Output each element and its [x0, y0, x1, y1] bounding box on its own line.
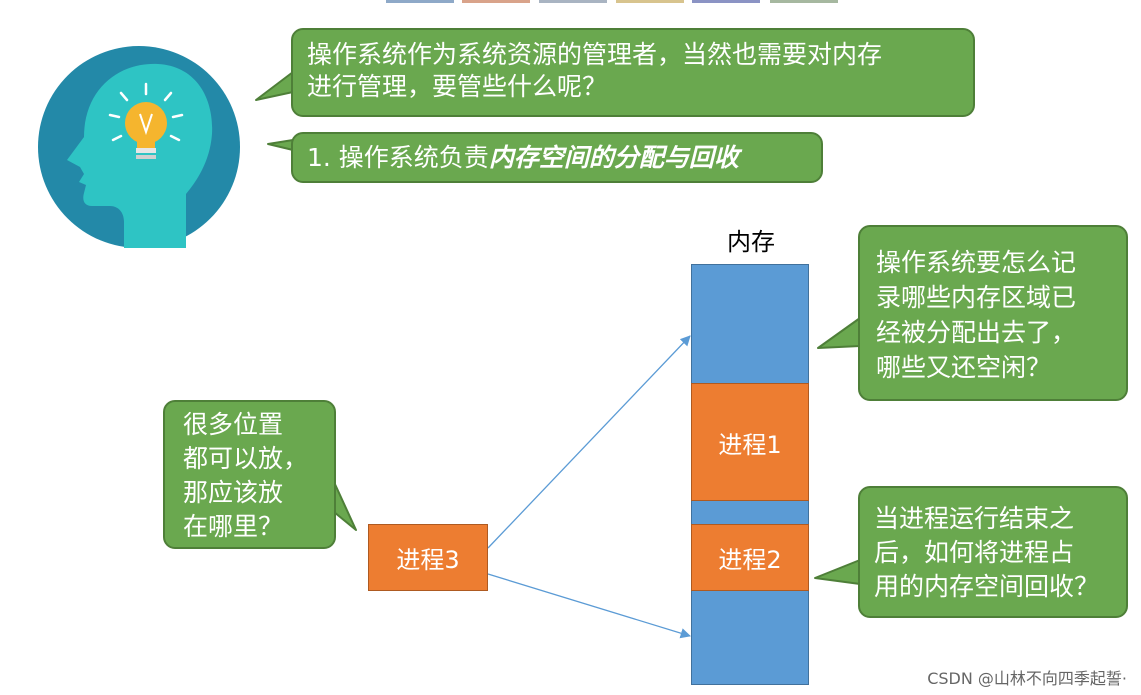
- position-line: 很多位置: [183, 410, 284, 439]
- position-line: 在哪里？: [183, 512, 284, 541]
- process1-label: 进程1: [718, 430, 782, 459]
- record-bubble-tail: [817, 317, 861, 349]
- point1-emphasis: 内存空间的分配与回收: [488, 143, 739, 172]
- reclaim-line: 用的内存空间回收？: [874, 572, 1100, 601]
- position-line: 那应该放: [183, 478, 284, 507]
- watermark: CSDN @山林不向四季起誓·: [927, 669, 1127, 688]
- point1-prefix: 1. 操作系统负责: [307, 143, 489, 172]
- reclaim-line: 当进程运行结束之: [874, 504, 1075, 533]
- position-bubble: 很多位置 都可以放， 那应该放 在哪里？: [163, 400, 336, 549]
- question-bubble: 操作系统作为系统资源的管理者，当然也需要对内存 进行管理，要管些什么呢？: [291, 28, 975, 117]
- question-line-2: 进行管理，要管些什么呢？: [307, 72, 608, 101]
- top-strip-3: [539, 0, 607, 3]
- memory-label: 内存: [727, 228, 775, 256]
- top-strip-2: [462, 0, 530, 3]
- point1-bubble-tail: [267, 139, 294, 151]
- position-line: 都可以放，: [183, 444, 309, 473]
- record-bubble: 操作系统要怎么记 录哪些内存区域已 经被分配出去了， 哪些又还空闲？: [858, 225, 1128, 401]
- record-line: 经被分配出去了，: [876, 318, 1077, 347]
- question-bubble-tail: [255, 71, 294, 101]
- process2-block: 进程2: [691, 524, 809, 591]
- record-line: 操作系统要怎么记: [876, 248, 1077, 277]
- process2-label: 进程2: [718, 546, 782, 574]
- record-line: 录哪些内存区域已: [876, 283, 1077, 312]
- record-line: 哪些又还空闲？: [876, 353, 1052, 382]
- head-with-lightbulb-icon: [38, 46, 240, 248]
- reclaim-bubble-tail: [814, 559, 861, 585]
- top-strip-5: [692, 0, 760, 3]
- process3-block: 进程3: [368, 524, 488, 591]
- reclaim-bubble: 当进程运行结束之 后，如何将进程占 用的内存空间回收？: [858, 486, 1128, 618]
- top-strip-6: [770, 0, 838, 3]
- process1-block: 进程1: [691, 383, 809, 501]
- arrow-to-upper-free: [487, 335, 691, 549]
- top-strip-1: [386, 0, 454, 3]
- reclaim-line: 后，如何将进程占: [874, 538, 1075, 567]
- arrow-to-lower-free: [487, 573, 691, 639]
- point1-bubble: 1. 操作系统负责内存空间的分配与回收: [291, 132, 823, 183]
- question-line-1: 操作系统作为系统资源的管理者，当然也需要对内存: [307, 40, 883, 69]
- process3-label: 进程3: [396, 546, 460, 574]
- position-bubble-tail: [333, 481, 357, 531]
- top-strip-4: [616, 0, 684, 3]
